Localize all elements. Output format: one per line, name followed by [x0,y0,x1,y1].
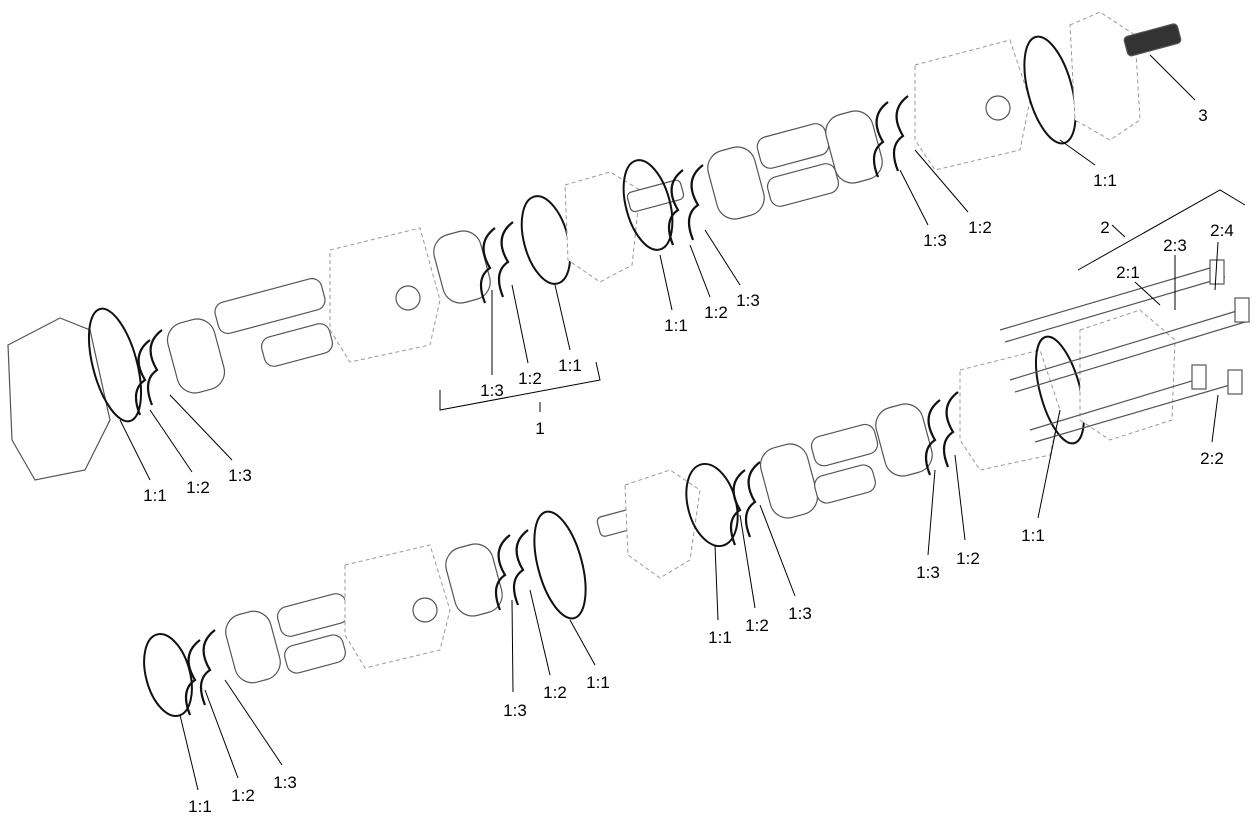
backup-ring [497,221,514,298]
seal-ring [872,101,889,178]
backup-ring [744,461,761,538]
callout-label: 1:1 [1021,526,1045,545]
callout-label: 1:1 [188,797,212,816]
callout-label: 1 [535,419,544,438]
bearing-block [875,403,933,477]
callout-label: 1:3 [273,773,297,792]
drive-shaft-gear [214,277,326,335]
callout-label: 1:1 [143,486,167,505]
front-flange [1069,11,1141,141]
gear-housing [344,544,451,669]
gear-housing [914,39,1031,171]
splined-input-shaft [1123,23,1182,57]
callout-label: 1:3 [788,604,812,623]
bottom-assembly [143,259,1250,717]
bearing-block [825,110,883,184]
callout-label: 2 [1100,218,1109,237]
bearing-block [445,543,503,617]
o-ring [533,510,587,620]
backup-ring [199,629,216,706]
idler-gear [766,163,840,207]
callout-label: 1:3 [916,563,940,582]
seal-ring [667,169,684,246]
callout-label: 1:3 [503,701,527,720]
callout-label: 1:2 [186,478,210,497]
o-ring [143,633,193,717]
bearing-block [759,443,819,519]
callout-label: 1:1 [586,673,610,692]
front-flange [1079,309,1176,441]
leader-lines [119,54,1246,791]
backup-ring [134,339,151,416]
callout-label: 2:2 [1200,449,1224,468]
housing-port [985,95,1011,121]
bolt-head [1227,369,1243,395]
backup-ring [687,164,704,241]
top-assembly [7,11,1182,481]
callout-label: 2:4 [1210,221,1234,240]
adapter-plate [624,469,701,579]
backup-ring [942,391,959,468]
bearing-block [166,318,226,394]
drive-gear [756,123,830,169]
gear-housing [329,227,441,363]
adapter-plate [564,171,641,283]
callout-label: 1:2 [956,549,980,568]
callout-label: 1:2 [704,303,728,322]
drive-gear [276,593,350,637]
seal-ring [924,399,941,476]
callout-label: 1:2 [543,683,567,702]
callout-label: 2:3 [1163,236,1187,255]
seal-ring [494,534,511,611]
gear-housing [959,349,1061,471]
callout-label: 1:2 [518,369,542,388]
idler-gear [814,464,876,504]
seal-ring [146,329,163,406]
bolt-head [1234,297,1250,323]
callout-labels: 3 1:1 1:3 1:2 1:1 1:2 1:3 1:3 1:2 1:1 1 … [143,106,1234,816]
backup-ring [512,529,529,606]
callout-label: 1:1 [558,356,582,375]
bearing-block [225,610,281,684]
callout-label: 1:3 [480,381,504,400]
seal-ring [729,469,746,546]
o-ring [622,159,674,251]
housing-port [412,597,438,623]
end-cover [7,317,111,481]
callout-label: 1:2 [745,616,769,635]
callout-label: 1:2 [231,786,255,805]
o-ring [1035,335,1085,445]
callout-label: 1:1 [708,628,732,647]
drive-gear [810,423,879,467]
seal-ring [479,227,496,304]
callout-label: 1:1 [664,316,688,335]
callout-label: 3 [1198,106,1207,125]
seal-ring [184,639,201,716]
o-ring [87,307,143,423]
callout-label: 1:3 [736,291,760,310]
idler-gear [284,634,346,674]
coupling-shaft [626,179,685,213]
idler-gear [260,323,334,367]
callout-label: 1:3 [228,466,252,485]
bolt-head [1191,364,1207,390]
callout-label: 2:1 [1116,263,1140,282]
backup-ring [892,95,909,172]
callout-label: 1:3 [923,231,947,250]
bearing-block [707,146,765,220]
callout-label: 1:2 [968,218,992,237]
tie-bolts [999,259,1250,443]
housing-port [395,285,421,311]
callout-label: 1:1 [1093,171,1117,190]
